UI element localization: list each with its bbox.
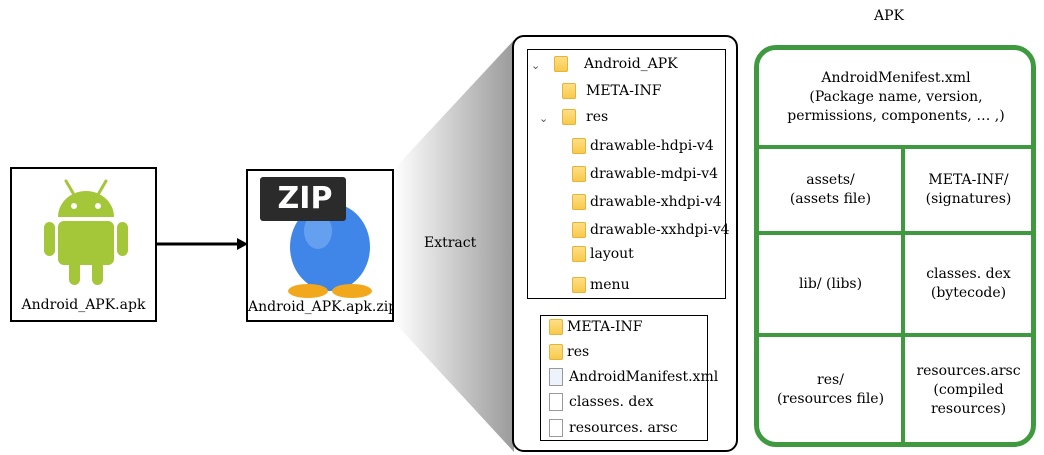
tree-item-menu[interactable]: menu [572,277,630,293]
cell-res: res/ (resources file) [776,372,885,407]
tree-item-layout[interactable]: layout [572,246,634,262]
chevron-down-icon: ⌄ [531,59,541,72]
apk-file-label: Android_APK.apk [21,297,146,313]
file-icon [549,419,563,437]
file-item-classes-dex[interactable]: classes. dex [549,393,654,411]
folder-icon [572,246,586,262]
extract-funnel [394,40,514,452]
folder-icon [572,222,586,238]
folder-icon [562,109,576,125]
zip-badge-text: ZIP [277,181,333,216]
divider [756,231,1034,235]
apk-structure-box [754,45,1036,447]
tree-item-drawable-mdpi[interactable]: drawable-mdpi-v4 [572,166,718,182]
tree-item-drawable-hdpi[interactable]: drawable-hdpi-v4 [572,138,714,154]
divider [756,145,1034,149]
cell-assets: assets/ (assets file) [789,172,872,207]
apk-structure-title: APK [874,8,904,24]
divider [901,145,905,445]
chevron-down-icon: ⌄ [539,112,549,125]
xml-file-icon [549,368,563,386]
file-icon [549,393,563,411]
file-item-resources-arsc[interactable]: resources. arsc [549,419,678,437]
folder-tree-top: ⌄ Android_APK META-INF ⌄ res drawable-hd… [527,49,730,299]
tree-item-res[interactable]: res [562,109,608,125]
folder-icon [572,138,586,154]
folder-icon [549,344,563,360]
folder-icon [572,277,586,293]
cell-manifest: AndroidMenifest.xml (Package name, versi… [787,70,1005,124]
cell-resources-arsc: resources.arsc (compiled resources) [916,362,1021,417]
zip-egg-icon [260,177,372,298]
zip-file-label: Android_APK.apk.zip [248,299,398,315]
folder-icon [554,56,568,72]
file-item-android-manifest[interactable]: AndroidManifest.xml [549,368,718,386]
tree-item-drawable-xxhdpi[interactable]: drawable-xxhdpi-v4 [572,222,730,238]
tree-item-meta-inf[interactable]: META-INF [562,83,661,99]
extract-label: Extract [424,235,477,251]
file-item-res[interactable]: res [549,344,589,360]
tree-item-android-apk[interactable]: Android_APK [554,56,678,72]
divider [756,333,1034,337]
zip-file-box: ZIP Android_APK.apk.zip [246,169,398,322]
folder-icon [572,194,586,210]
cell-lib: lib/ (libs) [798,275,863,292]
convert-arrow [157,238,248,250]
folder-icon [572,166,586,182]
apk-file-box: Android_APK.apk [10,167,157,322]
file-item-meta-inf[interactable]: META-INF [549,319,642,335]
folder-icon [549,319,563,335]
cell-classes-dex: classes. dex (bytecode) [926,266,1011,301]
tree-item-drawable-xhdpi[interactable]: drawable-xhdpi-v4 [572,194,722,210]
folder-icon [562,83,576,99]
file-list-bottom: META-INF res AndroidManifest.xml classes… [540,315,718,441]
cell-meta-inf: META-INF/ (signatures) [925,172,1012,207]
android-robot-icon [44,179,128,285]
